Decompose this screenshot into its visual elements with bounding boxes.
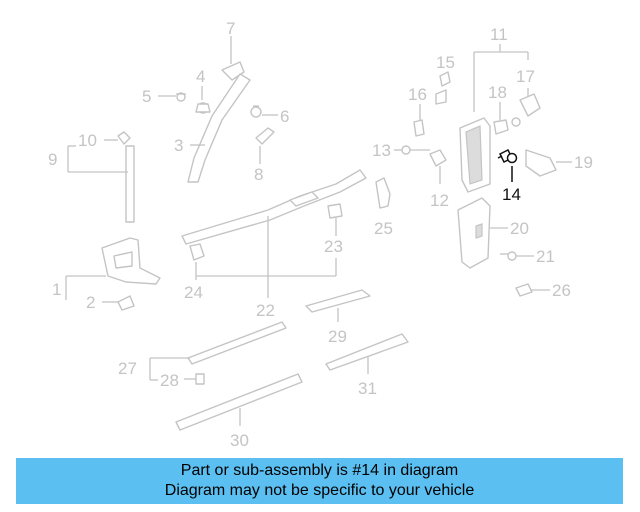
part-19-handle-cover (525, 149, 572, 177)
label-28: 28 (160, 371, 179, 390)
label-22: 22 (256, 301, 275, 320)
label-30: 30 (230, 431, 249, 450)
part-9-10-pillar-strip (67, 131, 135, 223)
label-18: 18 (488, 83, 507, 102)
label-1: 1 (52, 280, 61, 299)
part-23-clip (327, 203, 343, 236)
part-26-cap (515, 283, 550, 297)
part-20-lower-trim (457, 197, 508, 269)
label-2: 2 (86, 293, 95, 312)
part-24-clip (189, 243, 205, 280)
part-25-bracket (375, 177, 391, 209)
label-9: 9 (48, 150, 57, 169)
label-7: 7 (226, 19, 235, 38)
label-5: 5 (142, 87, 151, 106)
label-27: 27 (118, 359, 137, 378)
label-21: 21 (536, 247, 555, 266)
label-31: 31 (358, 379, 377, 398)
label-17: 17 (516, 67, 535, 86)
part-1-kick-panel (65, 237, 161, 300)
part-17-clip (519, 88, 541, 117)
part-11-bracket-lines (473, 44, 529, 112)
label-25: 25 (374, 219, 393, 238)
label-14: 14 (502, 185, 521, 204)
label-6: 6 (280, 107, 289, 126)
part-5-clip (158, 92, 186, 102)
label-13: 13 (372, 141, 391, 160)
part-b-pillar-trim (459, 117, 491, 193)
part-8-cover (255, 127, 275, 164)
part-29-scuff-plate (305, 289, 371, 322)
info-banner: Part or sub-assembly is #14 in diagram D… (16, 458, 623, 504)
label-24: 24 (184, 283, 203, 302)
part-16-clip (435, 89, 447, 105)
part-14-screw (497, 148, 518, 182)
part-2-clip (102, 295, 135, 311)
label-10: 10 (78, 131, 97, 150)
label-23: 23 (324, 237, 343, 256)
label-8: 8 (254, 165, 263, 184)
label-20: 20 (510, 219, 529, 238)
label-4: 4 (196, 67, 205, 86)
label-11: 11 (490, 25, 508, 44)
label-16: 16 (408, 85, 427, 104)
label-29: 29 (328, 327, 347, 346)
part-18-fastener (493, 102, 521, 135)
part-15-clip (439, 71, 451, 87)
part-28-clip (184, 373, 205, 385)
part-31-scuff-plate (325, 333, 409, 374)
label-12: 12 (430, 191, 449, 210)
part-4-screw (195, 86, 211, 114)
label-3: 3 (174, 136, 183, 155)
label-15: 15 (436, 53, 455, 72)
part-12-nut (429, 149, 447, 184)
banner-line-2: Diagram may not be specific to your vehi… (164, 482, 475, 499)
part-3-a-pillar-trim (187, 73, 251, 183)
part-22-sill-trim (181, 169, 367, 298)
part-30-sill-plate (175, 373, 303, 431)
part-21-screw (500, 251, 534, 261)
banner-line-1: Part or sub-assembly is #14 in diagram (180, 462, 459, 479)
label-19: 19 (574, 153, 593, 172)
label-26: 26 (552, 281, 571, 300)
part-13-clip (394, 145, 430, 155)
part-6-screw (250, 105, 278, 118)
part-7-clip (221, 36, 245, 81)
part-16-retainer (413, 104, 425, 137)
part-27-sill-strip (149, 321, 287, 381)
